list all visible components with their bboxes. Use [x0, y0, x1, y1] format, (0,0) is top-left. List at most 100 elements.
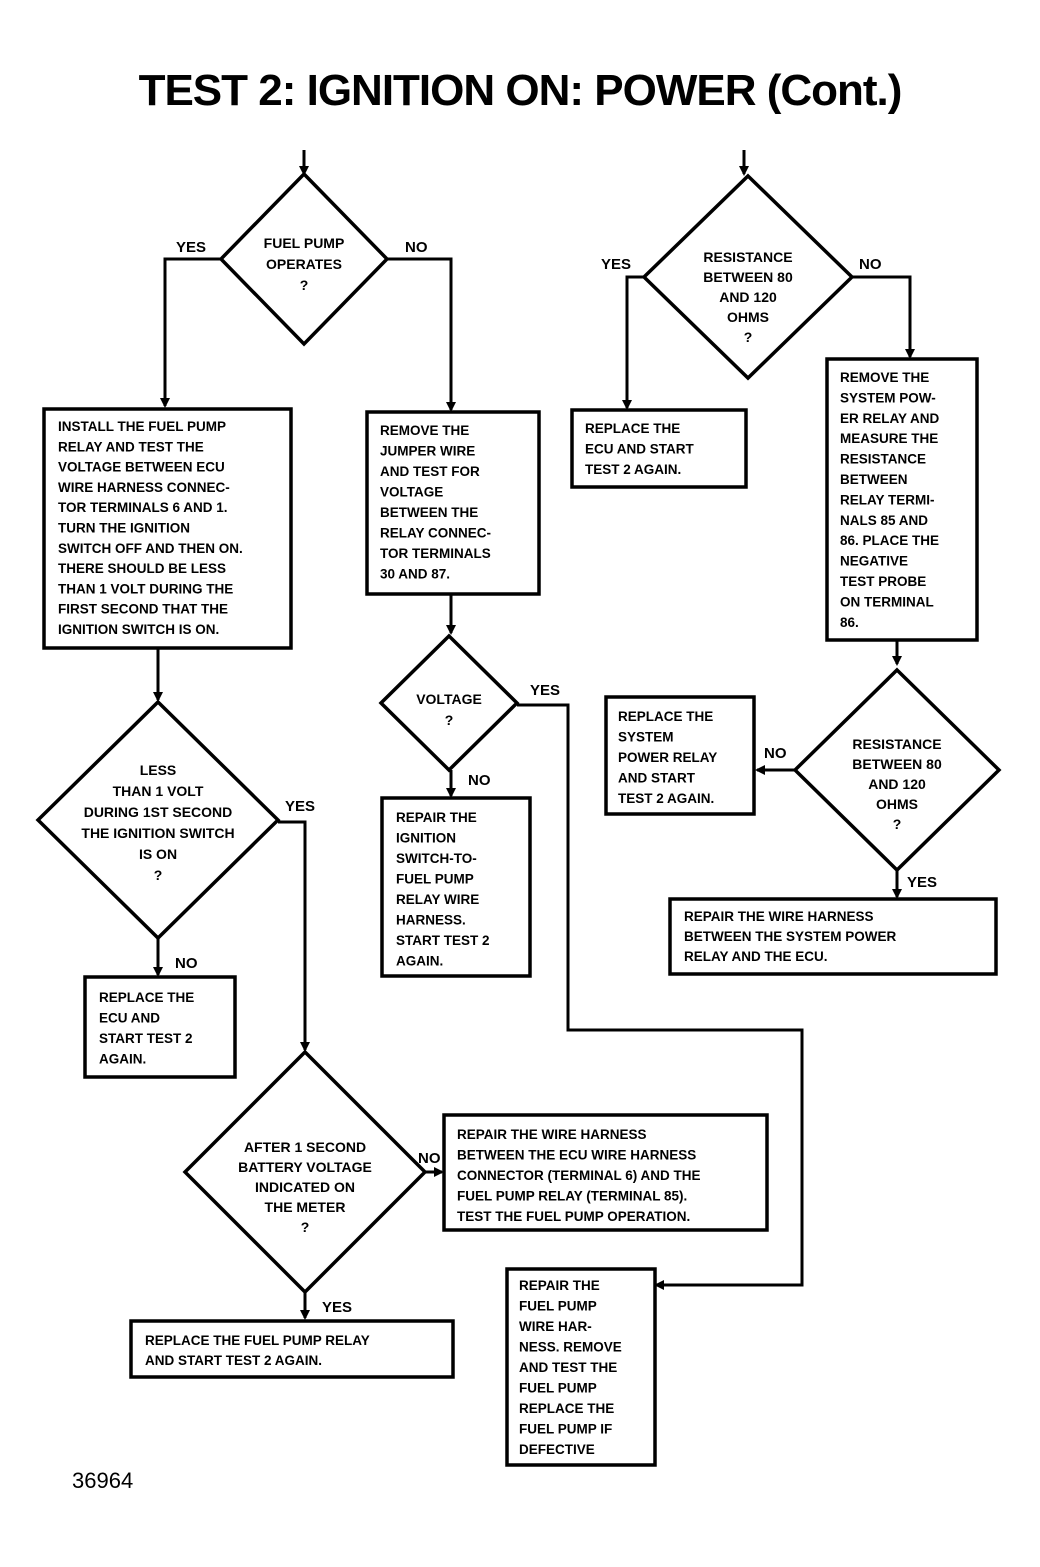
- after-1-second-diamond: [182, 1049, 428, 1295]
- repair-ignition-switch-line: FUEL PUMP: [396, 872, 474, 887]
- repair-harness-system-text: REPAIR THE WIRE HARNESS BETWEEN THE SYSTE…: [684, 909, 897, 964]
- resistance-bottom-line: RESISTANCE: [852, 736, 941, 752]
- repair-harness-terminal-line: BETWEEN THE ECU WIRE HARNESS: [457, 1148, 696, 1163]
- remove-system-relay-line: RELAY TERMI-: [840, 492, 935, 507]
- install-relay-line: THERE SHOULD BE LESS: [58, 561, 226, 576]
- fuel-pump-operates-diamond: [218, 171, 390, 347]
- replace-system-relay-line: POWER RELAY: [618, 750, 717, 765]
- install-relay-line: RELAY AND TEST THE: [58, 439, 204, 454]
- install-relay-line: SWITCH OFF AND THEN ON.: [58, 541, 243, 556]
- arrow-less-yes: [278, 820, 310, 1052]
- replace-fuel-pump-relay-line: AND START TEST 2 AGAIN.: [145, 1353, 322, 1368]
- remove-system-relay-line: REMOVE THE: [840, 370, 929, 385]
- repair-fuel-pump-harness-line: FUEL PUMP IF: [519, 1422, 612, 1437]
- repair-harness-system-line: RELAY AND THE ECU.: [684, 949, 828, 964]
- label-yes-fuel-pump: YES: [176, 239, 206, 256]
- repair-ignition-switch-line: SWITCH-TO-: [396, 851, 477, 866]
- arrow-voltage-yes: [517, 703, 804, 1290]
- repair-ignition-switch-line: IGNITION: [396, 831, 456, 846]
- replace-system-relay-text: REPLACE THE SYSTEM POWER RELAY AND START TES…: [618, 709, 717, 806]
- replace-ecu-left-line: REPLACE THE: [99, 990, 194, 1005]
- fuel-pump-operates-line: ?: [300, 277, 309, 293]
- voltage-line: VOLTAGE: [416, 691, 482, 707]
- arrow-resistance-top-yes: [622, 275, 645, 410]
- resistance-top-diamond: [641, 173, 855, 381]
- repair-harness-terminal-line: REPAIR THE WIRE HARNESS: [457, 1127, 647, 1142]
- repair-harness-system-line: REPAIR THE WIRE HARNESS: [684, 909, 874, 924]
- repair-harness-terminal-line: CONNECTOR (TERMINAL 6) AND THE: [457, 1168, 701, 1183]
- install-relay-line: FIRST SECOND THAT THE: [58, 602, 228, 617]
- after-1-second-line: THE METER: [265, 1199, 346, 1215]
- remove-system-relay-line: BETWEEN: [840, 472, 908, 487]
- label-no-resistance-bottom: NO: [764, 745, 787, 762]
- repair-fuel-pump-harness-line: AND TEST THE: [519, 1360, 617, 1375]
- resistance-bottom-line: OHMS: [876, 796, 918, 812]
- replace-system-relay-line: SYSTEM: [618, 730, 674, 745]
- less-than-1-volt-line: DURING 1ST SECOND: [84, 804, 233, 820]
- remove-jumper-line: VOLTAGE: [380, 485, 443, 500]
- label-yes-resistance-top: YES: [601, 256, 631, 273]
- remove-system-relay-line: ON TERMINAL: [840, 594, 934, 609]
- fuel-pump-operates-line: OPERATES: [266, 256, 342, 272]
- replace-system-relay-line: TEST 2 AGAIN.: [618, 791, 714, 806]
- repair-fuel-pump-harness-line: REPLACE THE: [519, 1401, 614, 1416]
- remove-system-relay-line: MEASURE THE: [840, 431, 938, 446]
- after-1-second-line: INDICATED ON: [255, 1179, 355, 1195]
- remove-system-relay-box: [825, 357, 979, 642]
- replace-system-relay-line: REPLACE THE: [618, 709, 713, 724]
- repair-harness-system-line: BETWEEN THE SYSTEM POWER: [684, 929, 897, 944]
- remove-jumper-line: TOR TERMINALS: [380, 546, 491, 561]
- repair-harness-terminal-text: REPAIR THE WIRE HARNESS BETWEEN THE ECU W…: [457, 1127, 701, 1224]
- arrow-fuel-pump-no: [387, 257, 456, 412]
- replace-ecu-top-line: ECU AND START: [585, 442, 694, 457]
- remove-system-relay-line: ER RELAY AND: [840, 411, 940, 426]
- install-relay-line: TURN THE IGNITION: [58, 521, 190, 536]
- repair-ignition-switch-line: HARNESS.: [396, 913, 466, 928]
- fuel-pump-operates-line: FUEL PUMP: [264, 235, 345, 251]
- remove-system-relay-text: REMOVE THE SYSTEM POW- ER RELAY AND MEASURE…: [840, 370, 940, 630]
- install-relay-line: WIRE HARNESS CONNEC-: [58, 480, 230, 495]
- repair-harness-system-box: [668, 897, 998, 976]
- label-yes-after: YES: [322, 1299, 352, 1316]
- replace-ecu-left-line: ECU AND: [99, 1011, 160, 1026]
- remove-system-relay-line: TEST PROBE: [840, 574, 926, 589]
- install-relay-line: INSTALL THE FUEL PUMP: [58, 419, 226, 434]
- label-no-fuel-pump: NO: [405, 239, 428, 256]
- resistance-bottom-line: ?: [893, 816, 902, 832]
- install-relay-box: [42, 407, 293, 650]
- resistance-top-line: RESISTANCE: [703, 249, 792, 265]
- label-no-voltage: NO: [468, 772, 491, 789]
- less-than-1-volt-line: IS ON: [139, 846, 177, 862]
- repair-ignition-switch-box: [380, 796, 532, 978]
- install-relay-line: VOLTAGE BETWEEN ECU: [58, 460, 225, 475]
- remove-system-relay-line: 86.: [840, 615, 859, 630]
- voltage-line: ?: [445, 712, 454, 728]
- remove-jumper-line: REMOVE THE: [380, 423, 469, 438]
- repair-ignition-switch-line: START TEST 2: [396, 933, 490, 948]
- repair-fuel-pump-harness-line: DEFECTIVE: [519, 1442, 595, 1457]
- arrow-fuel-pump-yes: [160, 257, 221, 408]
- less-than-1-volt-line: THAN 1 VOLT: [113, 783, 204, 799]
- label-yes-less: YES: [285, 798, 315, 815]
- fuel-pump-operates-text: FUEL PUMP OPERATES?: [264, 235, 345, 293]
- resistance-top-line: ?: [744, 329, 753, 345]
- figure-number: 36964: [72, 1468, 134, 1493]
- remove-system-relay-line: SYSTEM POW-: [840, 390, 936, 405]
- replace-ecu-left-line: AGAIN.: [99, 1052, 146, 1067]
- replace-system-relay-box: [604, 695, 756, 816]
- resistance-bottom-line: BETWEEN 80: [852, 756, 942, 772]
- after-1-second-line: BATTERY VOLTAGE: [238, 1159, 372, 1175]
- install-relay-line: TOR TERMINALS 6 AND 1.: [58, 500, 228, 515]
- repair-fuel-pump-harness-box: [505, 1267, 657, 1467]
- repair-fuel-pump-harness-line: FUEL PUMP: [519, 1299, 597, 1314]
- replace-system-relay-line: AND START: [618, 771, 696, 786]
- arrow-resistance-top-no: [852, 275, 915, 359]
- replace-ecu-left-line: START TEST 2: [99, 1031, 193, 1046]
